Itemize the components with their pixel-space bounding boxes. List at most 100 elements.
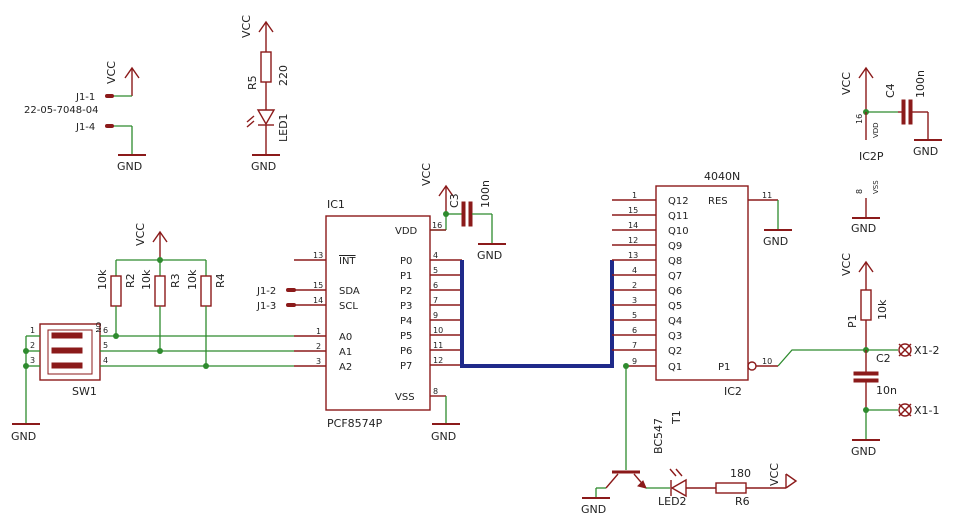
vcc-symbol: VCC [105, 61, 140, 96]
r5-label: R5 [246, 75, 259, 90]
ic1-label: IC1 [327, 198, 345, 211]
vcc-label: VCC [134, 223, 147, 246]
led1-label: LED1 [277, 113, 290, 142]
j1-part-label: 22-05-7048-04 [24, 105, 98, 116]
pin-num: 11 [433, 341, 443, 350]
resistor-r4 [200, 275, 212, 307]
led1-symbol [246, 109, 276, 128]
pin-num: 14 [628, 221, 638, 230]
pin-num: 6 [103, 326, 108, 335]
connector-j1: VCC J1-1 22-05-7048-04 J1-4 GND [24, 61, 146, 173]
pin-num: 13 [628, 251, 638, 260]
r3-label: R3 [169, 273, 182, 288]
x1-2-label: X1-2 [914, 344, 940, 357]
c4-label: C4 [884, 83, 897, 98]
pin-num: 1 [632, 191, 637, 200]
pin-vss: VSS [395, 392, 415, 403]
resistor-r3 [154, 275, 166, 307]
pin-q2: Q2 [668, 346, 682, 357]
pin-num: 15 [313, 281, 323, 290]
ic2-part: 4040N [704, 170, 740, 183]
pin-num: 15 [628, 206, 638, 215]
pin-q10: Q10 [668, 226, 689, 237]
pin-p0: P0 [400, 256, 412, 267]
pin-num: 16 [432, 221, 442, 230]
r4-label: R4 [214, 273, 227, 288]
capacitor-c2 [853, 371, 879, 383]
ic2p-label: IC2P [859, 150, 884, 163]
pin-num: 7 [632, 341, 637, 350]
pin-num: 10 [762, 357, 772, 366]
ic2p-vdd: VDD [872, 122, 880, 138]
r4-value: 10k [186, 269, 199, 290]
pin-num: 12 [433, 356, 443, 365]
resistor-r6 [715, 482, 747, 494]
j1-4-label: J1-4 [75, 122, 95, 133]
pin-q11: Q11 [668, 211, 689, 222]
pin-vdd: VDD [395, 226, 418, 237]
pin-num: 6 [433, 281, 438, 290]
gnd-label: GND [851, 222, 876, 235]
gnd-label: GND [763, 235, 788, 248]
p1-value: 10k [876, 299, 889, 320]
pin-a0: A0 [339, 332, 352, 343]
pin-num: 5 [433, 266, 438, 275]
pin-q3: Q3 [668, 331, 682, 342]
r5-value: 220 [277, 65, 290, 86]
ic1-decoupling: VCC C3 100n GND [420, 163, 506, 262]
pin-num: 3 [632, 296, 637, 305]
pin-p3: P3 [400, 301, 412, 312]
pin-num: 3 [30, 356, 35, 365]
pin-num: 2 [30, 341, 35, 350]
gnd-label: GND [851, 445, 876, 458]
pin-num: 4 [103, 356, 108, 365]
led2-label: LED2 [658, 495, 687, 508]
pin-int: INT [339, 256, 356, 267]
pin-num: 14 [313, 296, 323, 305]
resistor-r2 [110, 275, 122, 307]
j1-2-label: J1-2 [256, 286, 276, 297]
pin-q7: Q7 [668, 271, 682, 282]
x1-1-label: X1-1 [914, 404, 940, 417]
gnd-label: GND [117, 160, 142, 173]
t1-label: T1 [670, 410, 683, 425]
vcc-label: VCC [240, 15, 253, 38]
c3-label: C3 [448, 193, 461, 208]
pin-num: 6 [632, 326, 637, 335]
pin-p5: P5 [400, 331, 412, 342]
resistor-r5 [260, 51, 272, 83]
on-label: ON [94, 322, 102, 333]
c2-value: 10n [876, 384, 897, 397]
pin-q5: Q5 [668, 301, 682, 312]
led1-circuit: VCC R5 220 LED1 GND [240, 15, 290, 173]
ic2p-vss: VSS [872, 180, 880, 194]
pin-num: 10 [433, 326, 443, 335]
pin-q1: Q1 [668, 362, 682, 373]
pin-num: 4 [632, 266, 637, 275]
vcc-label: VCC [768, 463, 781, 486]
capacitor-c4 [898, 99, 928, 125]
pin-a1: A1 [339, 347, 352, 358]
gnd-label: GND [251, 160, 276, 173]
gnd-label: GND [913, 145, 938, 158]
ic1-part: PCF8574P [327, 417, 383, 430]
ic2-label: IC2 [724, 385, 742, 398]
pin-q8: Q8 [668, 256, 682, 267]
ic2p-pin8: 8 [855, 189, 864, 194]
gnd-label: GND [431, 430, 456, 443]
resistor-p1 [860, 289, 872, 321]
pin-num: 5 [632, 311, 637, 320]
pin-num: 9 [433, 311, 438, 320]
t1-part: BC547 [652, 418, 665, 454]
pin-num: 13 [313, 251, 323, 260]
r2-value: 10k [96, 269, 109, 290]
transistor-t1 [605, 470, 647, 489]
c3-value: 100n [479, 180, 492, 208]
pin-num: 11 [762, 191, 772, 200]
output-driver: BC547 T1 GND LED2 180 R6 VCC [581, 363, 798, 516]
r6-value: 180 [730, 467, 751, 480]
ic2-power-block: VCC 16 VDD IC2P 8 VSS GND C4 100n GND [840, 66, 942, 235]
j1-3-label: J1-3 [256, 301, 276, 312]
pin-p7: P7 [400, 361, 412, 372]
